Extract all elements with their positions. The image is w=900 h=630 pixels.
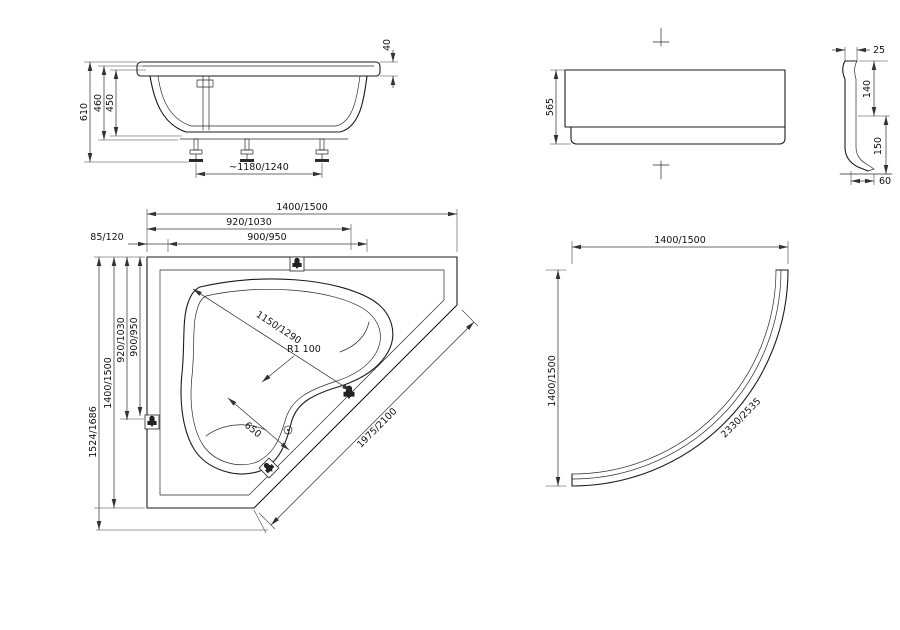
panel-outline bbox=[564, 69, 786, 145]
dim-rim-height: 40 bbox=[380, 39, 398, 88]
dim-total-height: 610 bbox=[79, 61, 189, 163]
dim-label: 25 bbox=[873, 45, 885, 56]
dim-label: 650 bbox=[242, 420, 263, 440]
dim-label: 1400/1500 bbox=[103, 357, 114, 409]
panel-arc-outline bbox=[571, 269, 789, 487]
dim-label: 1524/1686 bbox=[88, 406, 99, 458]
dim-profile-foot: 60 bbox=[850, 171, 891, 187]
dim-label: 450 bbox=[105, 94, 116, 112]
panel-side-view: 565 25 140 150 60 bbox=[545, 27, 893, 187]
dim-label: ~1180/1240 bbox=[229, 162, 289, 173]
dim-panel-arc-length: 2330/2535 bbox=[719, 396, 763, 440]
dim-label: 150 bbox=[873, 137, 884, 155]
dim-plan-width-inner-2: 900/950 bbox=[168, 232, 368, 252]
dim-diagonal-fittings: 1150/1290 bbox=[192, 288, 352, 392]
dim-label: 920/1030 bbox=[226, 217, 272, 228]
dim-shell-height: 460 bbox=[93, 65, 178, 141]
dim-label: 900/950 bbox=[247, 232, 286, 243]
dim-plan-corner-offset: 85/120 bbox=[90, 232, 169, 252]
dim-plan-height: 1400/1500 bbox=[94, 256, 145, 509]
dim-profile-top-flange: 25 bbox=[832, 45, 885, 61]
panel-plan-view: 1400/1500 1400/1500 2330/2535 bbox=[546, 235, 789, 487]
dim-seat-width: 650 bbox=[227, 397, 290, 451]
edge-fitting-icon bbox=[258, 457, 280, 479]
dim-plan-width: 1400/1500 bbox=[146, 202, 458, 252]
center-mark-top bbox=[652, 27, 670, 47]
panel-edge-profile bbox=[839, 60, 893, 175]
dim-label: 85/120 bbox=[90, 232, 123, 243]
dim-depth: 450 bbox=[105, 69, 182, 137]
dim-profile-upper: 140 bbox=[858, 60, 890, 117]
dim-label: 900/950 bbox=[129, 317, 140, 356]
dim-label: 60 bbox=[879, 176, 891, 187]
dim-label: 40 bbox=[382, 39, 393, 51]
dim-label: 920/1030 bbox=[116, 317, 127, 363]
dim-label: 1150/1290 bbox=[254, 309, 303, 346]
leg-left bbox=[189, 138, 203, 162]
side-elevation-view: 40 610 460 450 ~1180/1240 bbox=[79, 39, 398, 178]
dim-label: 565 bbox=[545, 98, 556, 116]
dim-plan-height-inner-2: 900/950 bbox=[129, 257, 143, 416]
tub-side-outline bbox=[136, 61, 381, 140]
dim-label: 610 bbox=[79, 103, 90, 121]
center-mark-bottom bbox=[652, 160, 670, 180]
dim-label: 1400/1500 bbox=[654, 235, 706, 246]
dim-label: 1975/2100 bbox=[355, 406, 399, 450]
dim-radius: R1 100 bbox=[261, 344, 321, 383]
handle-icon bbox=[144, 414, 160, 430]
dim-panel-height: 565 bbox=[545, 69, 571, 145]
dim-label: 2330/2535 bbox=[719, 396, 763, 440]
dim-label: 1400/1500 bbox=[547, 355, 558, 407]
dim-label: 140 bbox=[862, 80, 873, 98]
dim-side-diagonal: 1524/1686 bbox=[88, 257, 268, 534]
dim-feet-spacing: ~1180/1240 bbox=[195, 162, 323, 178]
dim-label: 1400/1500 bbox=[276, 202, 328, 213]
dim-label: R1 100 bbox=[287, 344, 321, 355]
dim-profile-lower: 150 bbox=[873, 116, 889, 174]
leg-middle bbox=[240, 138, 254, 162]
dim-label: 460 bbox=[93, 94, 104, 112]
plan-view: 1400/1500 920/1030 85/120 900/950 1400/1… bbox=[88, 202, 479, 534]
dim-panel-plan-height: 1400/1500 bbox=[546, 269, 566, 487]
tub-legs bbox=[189, 138, 329, 162]
dim-plan-height-inner-1: 920/1030 bbox=[116, 257, 130, 420]
tub-plan-outline bbox=[146, 256, 458, 509]
faucet-icon bbox=[289, 256, 305, 272]
leg-right bbox=[315, 138, 329, 162]
dim-panel-plan-width: 1400/1500 bbox=[571, 235, 789, 264]
